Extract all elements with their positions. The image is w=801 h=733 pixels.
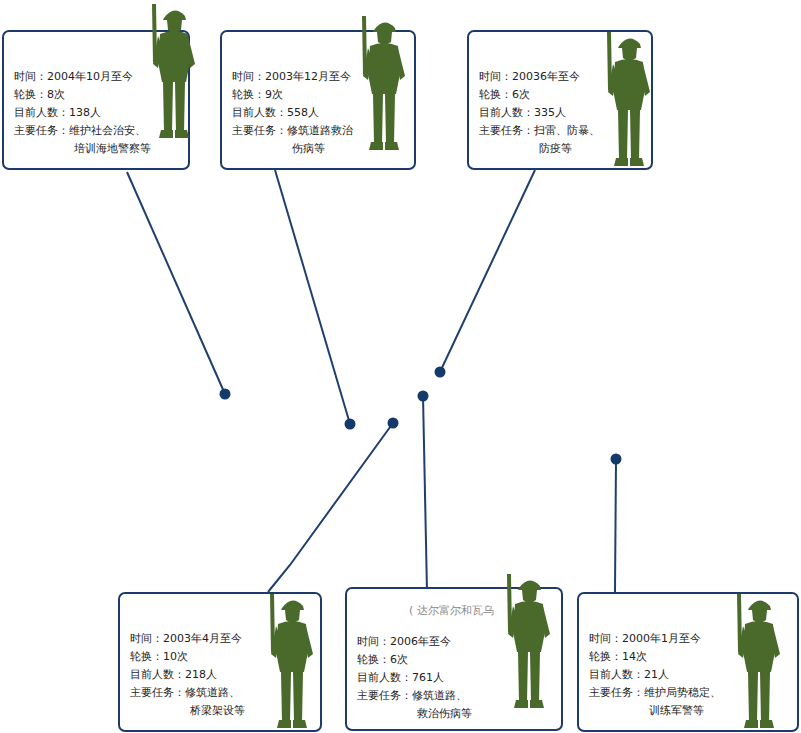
info-text: 时间：2000年1月至今	[589, 630, 731, 648]
info-text: 轮换：6次	[479, 86, 621, 104]
info-text: 时间：2003年12月至今	[232, 68, 374, 86]
soldier-silhouette	[499, 572, 559, 712]
soldier-silhouette	[144, 2, 204, 142]
info-text: 时间：2004年10月至今	[14, 68, 156, 86]
info-text: 轮换：14次	[589, 648, 731, 666]
info-text: 轮换：8次	[14, 86, 156, 104]
mission-box: 时间：2000年1月至今轮换：14次目前人数：21人主要任务：维护局势稳定、 训…	[577, 592, 799, 732]
leader-line	[440, 170, 535, 372]
soldier-silhouette	[729, 592, 789, 732]
info-text: 轮换：6次	[357, 651, 499, 669]
mission-box: 时间：20036年至今轮换：6次目前人数：335人主要任务：扫雷、防暴、 防疫等	[467, 30, 653, 170]
location-dot	[611, 454, 622, 465]
location-dot	[345, 419, 356, 430]
location-dot	[388, 418, 399, 429]
info-text: 目前人数：558人	[232, 104, 374, 122]
info-text: 时间：2006年至今	[357, 633, 499, 651]
soldier-silhouette	[262, 592, 322, 732]
mission-box: 时间：2004年10月至今轮换：8次目前人数：138人主要任务：维护社会治安、 …	[2, 30, 190, 170]
text-group: 时间：2003年12月至今轮换：9次目前人数：558人主要任务：修筑道路救治 伤…	[232, 68, 374, 158]
leader-line	[127, 172, 225, 394]
info-text: 目前人数：218人	[130, 666, 272, 684]
info-text: 目前人数：138人	[14, 104, 156, 122]
text-group: 时间：2000年1月至今轮换：14次目前人数：21人主要任务：维护局势稳定、 训…	[589, 630, 731, 720]
info-text: 目前人数：21人	[589, 666, 731, 684]
task-text: 主要任务：修筑道路、 桥梁架设等	[130, 684, 272, 720]
task-text: 主要任务：修筑道路救治 伤病等	[232, 122, 374, 158]
text-group: 时间：2004年10月至今轮换：8次目前人数：138人主要任务：维护社会治安、 …	[14, 68, 156, 158]
task-text: 主要任务：维护社会治安、 培训海地警察等	[14, 122, 156, 158]
task-text: 主要任务：维护局势稳定、 训练军警等	[589, 684, 731, 720]
leader-line	[268, 423, 393, 592]
leader-line	[615, 459, 616, 592]
info-text: 目前人数：335人	[479, 104, 621, 122]
soldier-silhouette	[354, 14, 414, 154]
task-text: 主要任务：扫雷、防暴、 防疫等	[479, 122, 621, 158]
location-note: ( 达尔富尔和瓦乌	[409, 603, 494, 619]
info-text: 轮换：10次	[130, 648, 272, 666]
leader-line	[423, 396, 427, 592]
text-group: 时间：2003年4月至今轮换：10次目前人数：218人主要任务：修筑道路、 桥梁…	[130, 630, 272, 720]
mission-box: ( 达尔富尔和瓦乌时间：2006年至今轮换：6次目前人数：761人主要任务：修筑…	[345, 587, 563, 731]
leader-line	[275, 170, 350, 424]
info-text: 时间：20036年至今	[479, 68, 621, 86]
soldier-silhouette	[599, 30, 659, 170]
location-dot	[418, 391, 429, 402]
info-text: 时间：2003年4月至今	[130, 630, 272, 648]
text-group: 时间：2006年至今轮换：6次目前人数：761人主要任务：修筑道路、 救治伤病等	[357, 633, 499, 723]
task-text: 主要任务：修筑道路、 救治伤病等	[357, 687, 499, 723]
info-text: 轮换：9次	[232, 86, 374, 104]
info-text: 目前人数：761人	[357, 669, 499, 687]
text-group: 时间：20036年至今轮换：6次目前人数：335人主要任务：扫雷、防暴、 防疫等	[479, 68, 621, 158]
location-dot	[435, 367, 446, 378]
mission-box: 时间：2003年12月至今轮换：9次目前人数：558人主要任务：修筑道路救治 伤…	[220, 30, 416, 170]
mission-box: 时间：2003年4月至今轮换：10次目前人数：218人主要任务：修筑道路、 桥梁…	[118, 592, 322, 732]
location-dot	[220, 389, 231, 400]
